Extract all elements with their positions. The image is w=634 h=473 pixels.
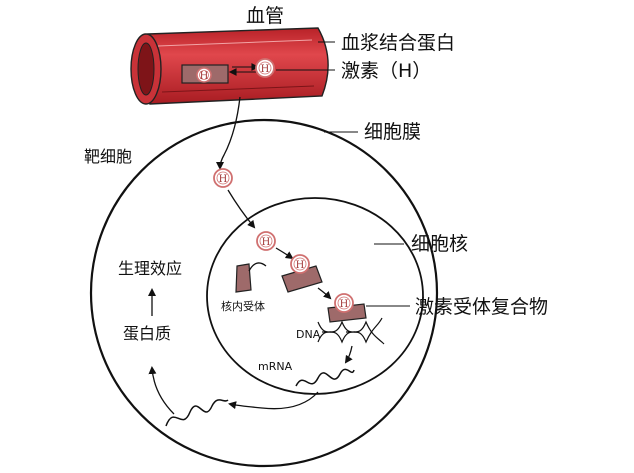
target-cell-membrane (89, 118, 439, 468)
equilibrium-arrows (228, 63, 260, 76)
protein-label: 蛋白质 (123, 324, 171, 343)
binding-hormone-icon: H (290, 254, 310, 274)
hormone-to-nucleus-arrow (227, 189, 256, 229)
hormone-to-receptor-arrow (275, 247, 294, 260)
dna-helix (317, 317, 385, 345)
bound-hormone-icon: H (196, 67, 212, 83)
leader-lines (276, 41, 410, 307)
svg-text:H: H (340, 299, 349, 310)
target-cell-label: 靶细胞 (84, 147, 132, 166)
cytoplasm-hormone-icon: H (213, 168, 233, 188)
hormone-path-arrow (216, 96, 241, 170)
svg-text:H: H (200, 71, 209, 82)
receptor-to-complex-arrow (317, 287, 332, 300)
nuclear-receptor-label: 核内受体 (221, 299, 265, 313)
blood-vessel-label: 血管 (246, 5, 284, 27)
dna-label: DNA (296, 328, 321, 341)
blood-vessel (130, 27, 329, 105)
nuclear-hormone-icon: H (256, 231, 276, 251)
mrna-label: mRNA (258, 360, 293, 373)
svg-text:H: H (219, 174, 228, 185)
physiological-effect-label: 生理效应 (118, 259, 182, 278)
svg-text:H: H (261, 64, 270, 75)
nuclear-mrna-strand (295, 368, 355, 387)
complex-hormone-icon: H (334, 293, 354, 313)
translation-arrow (148, 366, 175, 415)
plasma-binding-protein-label: 血浆结合蛋白 (341, 32, 455, 54)
nucleus-envelope (206, 197, 424, 395)
svg-text:H: H (296, 260, 305, 271)
mrna-export-arrow (228, 391, 319, 410)
cell-membrane-label: 细胞膜 (364, 121, 421, 143)
svg-text:H: H (262, 237, 271, 248)
hormone-label: 激素（H） (341, 60, 431, 82)
transcription-arrow (344, 345, 353, 364)
hormone-receptor-complex-label: 激素受体复合物 (415, 296, 548, 318)
free-hormone-icon: H (255, 58, 275, 78)
nuclear-receptor-shape (235, 262, 267, 293)
nucleus-label: 细胞核 (411, 233, 468, 255)
cytoplasmic-mrna-strand (165, 399, 229, 427)
